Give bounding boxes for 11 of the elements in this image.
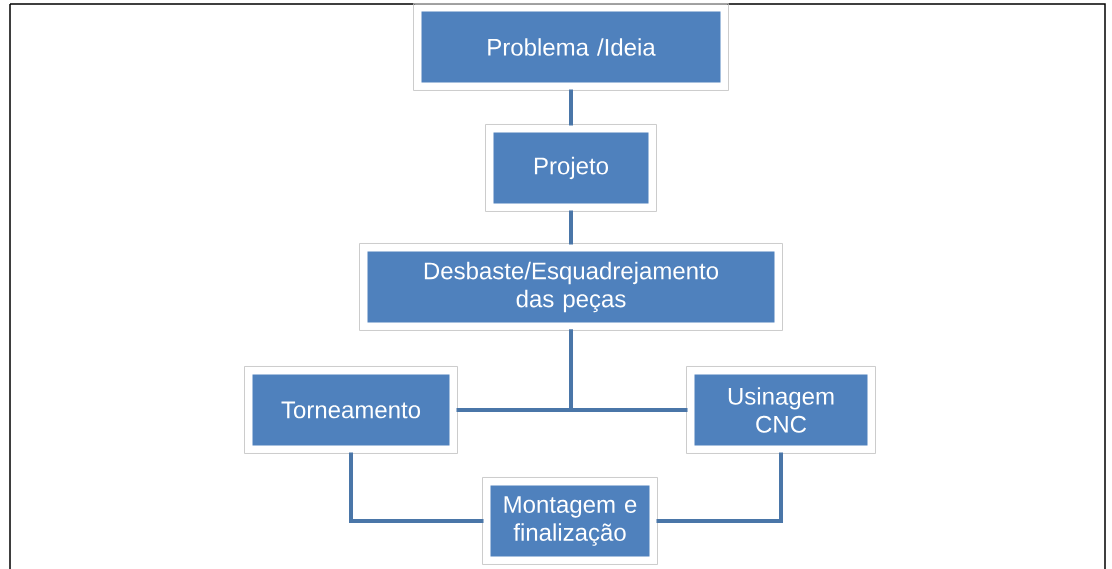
process-box: Usinagem CNC: [686, 366, 876, 454]
process-box: Montagem e finalização: [482, 477, 658, 565]
connector-line: [656, 452, 783, 523]
connector-line: [569, 329, 688, 412]
connector-line: [569, 89, 573, 126]
process-box: Torneamento: [244, 366, 458, 454]
process-box: Problema /Ideia: [413, 3, 729, 91]
process-box: Desbaste/Esquadrejamento das peças: [359, 243, 783, 331]
process-box: Projeto: [485, 124, 657, 212]
connector-line: [349, 452, 484, 523]
connector-line: [569, 210, 573, 245]
